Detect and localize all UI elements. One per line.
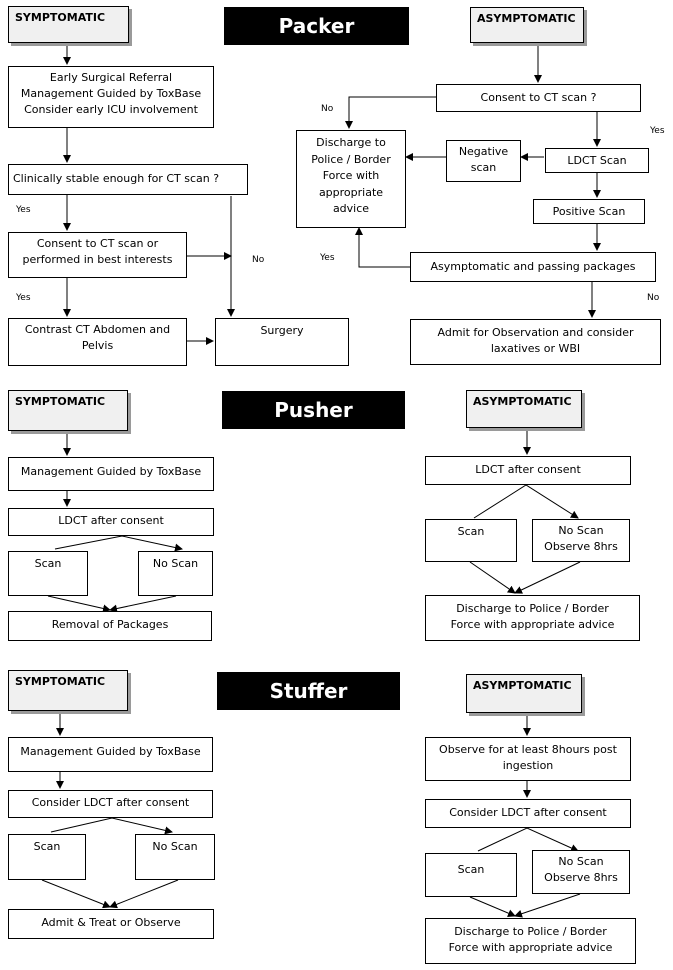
packer-negative-scan-box: Negative scan: [446, 140, 521, 182]
packer-surgery-box: Surgery: [215, 318, 349, 366]
arrow: [50, 817, 173, 835]
stuffer-asymptomatic-header: ASYMPTOMATIC: [466, 674, 582, 713]
arrow: [473, 484, 579, 519]
packer-admit-box: Admit for Observation and consider laxat…: [410, 319, 661, 365]
arrow: [469, 561, 516, 594]
pusher-removal-box: Removal of Packages: [8, 611, 212, 641]
stuffer-scan-box: Scan: [8, 834, 86, 880]
packer-passing-box: Asymptomatic and passing packages: [410, 252, 656, 282]
packer-asym-yes-label-2: Yes: [320, 253, 335, 263]
arrow: [469, 896, 516, 917]
stuffer-ldct-asym-box: Consider LDCT after consent: [425, 799, 631, 828]
packer-yes-label-1: Yes: [16, 205, 31, 215]
pusher-asym-ldct-box: LDCT after consent: [425, 456, 631, 485]
pusher-symptomatic-header: SYMPTOMATIC: [8, 390, 128, 431]
packer-ldct-scan-box: LDCT Scan: [545, 148, 649, 173]
packer-stable-box: Clinically stable enough for CT scan ?: [8, 164, 248, 195]
arrow: [109, 595, 177, 613]
packer-asym-yes-label-1: Yes: [650, 126, 665, 136]
pusher-title: Pusher: [222, 391, 405, 429]
packer-asym-no-label-2: No: [647, 293, 660, 303]
packer-asym-no-label-1: No: [321, 104, 334, 114]
packer-consent-ct-box: Consent to CT scan ?: [436, 84, 641, 112]
pusher-management-box: Management Guided by ToxBase: [8, 457, 214, 491]
pusher-asym-scan-box: Scan: [425, 519, 517, 562]
packer-consent-box: Consent to CT scan or performed in best …: [8, 232, 187, 278]
stuffer-admit-box: Admit & Treat or Observe: [8, 909, 214, 939]
stuffer-asym-scan-box: Scan: [425, 853, 517, 897]
stuffer-title: Stuffer: [217, 672, 400, 710]
pusher-noscan-box: No Scan: [138, 551, 213, 596]
stuffer-asym-noscan-box: No Scan Observe 8hrs: [532, 850, 630, 894]
stuffer-discharge-box: Discharge to Police / Border Force with …: [425, 918, 636, 964]
stuffer-ldct-box: Consider LDCT after consent: [8, 790, 213, 818]
pusher-asymptomatic-header: ASYMPTOMATIC: [466, 390, 582, 428]
arrow: [514, 561, 581, 594]
arrow: [355, 227, 410, 268]
arrow: [477, 827, 579, 852]
stuffer-management-box: Management Guided by ToxBase: [8, 737, 213, 772]
packer-yes-label-2: Yes: [16, 293, 31, 303]
packer-no-label-1: No: [252, 255, 265, 265]
packer-positive-scan-box: Positive Scan: [533, 199, 645, 224]
stuffer-symptomatic-header: SYMPTOMATIC: [8, 670, 128, 711]
arrow: [41, 879, 111, 909]
pusher-scan-box: Scan: [8, 551, 88, 596]
packer-contrast-box: Contrast CT Abdomen and Pelvis: [8, 318, 187, 366]
stuffer-observe-box: Observe for at least 8hours post ingesti…: [425, 737, 631, 781]
arrow: [514, 893, 581, 918]
arrow: [47, 595, 111, 613]
arrow: [54, 535, 183, 552]
pusher-asym-noscan-box: No Scan Observe 8hrs: [532, 519, 630, 562]
packer-symptomatic-header: SYMPTOMATIC: [8, 6, 129, 43]
packer-discharge-box: Discharge to Police / Border Force with …: [296, 130, 406, 228]
stuffer-noscan-box: No Scan: [135, 834, 215, 880]
packer-title: Packer: [224, 7, 409, 45]
arrow: [109, 879, 179, 909]
packer-referral-box: Early Surgical Referral Management Guide…: [8, 66, 214, 128]
pusher-discharge-box: Discharge to Police / Border Force with …: [425, 595, 640, 641]
arrow: [345, 96, 436, 129]
pusher-ldct-box: LDCT after consent: [8, 508, 214, 536]
packer-asymptomatic-header: ASYMPTOMATIC: [470, 7, 584, 43]
